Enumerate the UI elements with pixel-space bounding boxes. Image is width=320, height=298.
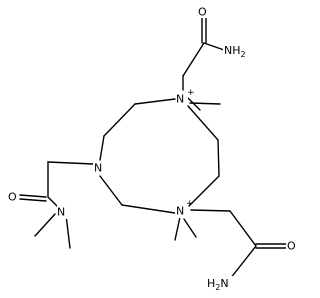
atom-n-amide-left: N: [57, 206, 65, 219]
atom-n-ring-bottom: N: [176, 205, 184, 218]
bond-ring-c1-c2: [103, 103, 136, 137]
bond-n-top-methyl-1: [187, 97, 201, 111]
atom-nh2-bottom: H2N: [207, 277, 229, 292]
bond-ring-c3-c4: [121, 204, 176, 214]
chemical-structure-diagram: O NH2 N + N O N N + O H2N: [7, 5, 299, 292]
bond-n-top-methyl-2: [189, 102, 221, 105]
bond-ring-nleft-c3: [99, 175, 123, 206]
atom-o-left: O: [8, 191, 17, 204]
atom-n-ring-top: N: [176, 93, 184, 106]
bond-ring-ntop-c5: [187, 105, 219, 141]
bond-ring-c6-nbot: [188, 175, 220, 207]
charge-plus-top: +: [187, 88, 195, 98]
atom-labels: O NH2 N + N O N N + O H2N: [7, 5, 299, 292]
bond-ring-c5-c6: [217, 139, 220, 177]
bond-namide-me-1: [65, 214, 71, 249]
bond-c-nh2-bot: [229, 245, 257, 280]
bond-ch2-c-bot: [229, 210, 257, 247]
bond-c-o-left-1: [19, 194, 47, 198]
bond-lines: [19, 17, 288, 280]
atom-o-bottom: O: [287, 240, 296, 253]
bond-namide-me-2: [34, 213, 56, 237]
bond-c-ch2-top: [182, 42, 205, 77]
bond-n-bot-methyl-1: [174, 216, 181, 241]
bond-nbot-ch2: [190, 209, 231, 212]
bond-c-nh2-top: [203, 42, 225, 51]
bond-n-bot-methyl-2: [183, 218, 197, 238]
bond-ring-c2-nleft: [99, 135, 105, 161]
atom-n-ring-left: N: [94, 162, 102, 175]
bond-ring-ntop-c1: [134, 98, 176, 105]
atom-nh2-top: NH2: [224, 44, 246, 59]
bond-c-o-left-2: [19, 198, 47, 202]
bond-nleft-ch2: [47, 161, 94, 165]
charge-plus-bottom: +: [186, 199, 194, 209]
atom-o-top: O: [198, 6, 207, 19]
